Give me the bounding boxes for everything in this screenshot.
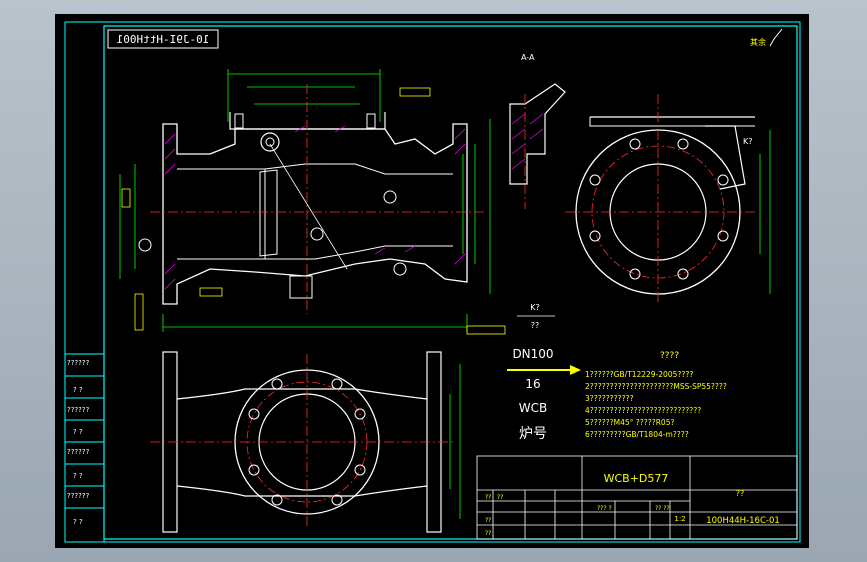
plan-view [150, 351, 461, 533]
left-strip-cell: ? ? [73, 428, 83, 436]
drawing-number: 100H44H-16C-01 [706, 516, 780, 526]
left-strip-cell: ? ? [73, 472, 83, 480]
mirrored-title-box [107, 29, 219, 49]
notes-header: ???? [660, 351, 679, 361]
title-cell: ?? [485, 517, 491, 524]
notes-line: 4???????????????????????????? [585, 406, 701, 415]
svg-text:??: ?? [531, 321, 540, 330]
side-view: K? [565, 94, 771, 304]
roughness-label: 其余 [750, 37, 766, 47]
name-cell: ?? [736, 489, 745, 498]
drawing-canvas: 10-J9I-HttH001 其余 ?????? ? ? ?????? ? ? … [64, 21, 801, 543]
left-strip-cell: ?????? [67, 448, 90, 456]
left-strip-cell: ?????? [67, 492, 90, 500]
k-fraction: K? ?? [517, 303, 555, 330]
notes-line: 6?????????GB/T1804-m???? [585, 430, 689, 439]
title-cell: ??? ? [597, 505, 612, 512]
tech-notes: ???? 1??????GB/T12229-2005???? 2????????… [585, 351, 727, 439]
cad-viewport[interactable]: 10-J9I-HttH001 其余 ?????? ? ? ?????? ? ? … [55, 14, 809, 548]
left-strip-cell: ?????? [67, 406, 90, 414]
svg-text:K?: K? [530, 303, 540, 312]
notes-line: 3??????????? [585, 394, 634, 403]
left-strip-table: ?????? ? ? ?????? ? ? ?????? ? ? ?????? … [64, 353, 105, 543]
notes-line: 2?????????????????????MSS-SP55???? [585, 382, 727, 391]
spec-pn: 16 [525, 377, 540, 391]
title-cell: ?? [497, 494, 503, 501]
inner-border [103, 25, 798, 540]
roughness-symbol [769, 28, 783, 47]
left-strip-cell: ? ? [73, 518, 83, 526]
k-label: K? [743, 137, 753, 146]
title-block [476, 455, 798, 540]
left-strip-cell: ?????? [67, 359, 90, 367]
section-label: A-A [521, 53, 535, 62]
front-section-view [119, 69, 506, 335]
spec-block: DN100 16 WCB 炉号 [507, 347, 581, 442]
mirrored-title: 10-J9I-HttH001 [117, 33, 210, 46]
notes-line: 5??????M45° ?????R05? [585, 418, 674, 427]
title-cell: ?? [485, 494, 491, 501]
spec-material: WCB [519, 401, 547, 415]
material-code: WCB+D577 [604, 472, 669, 485]
title-cell: ?? ?? [655, 505, 670, 512]
notes-line: 1??????GB/T12229-2005???? [585, 370, 693, 379]
title-cell: ?? [485, 530, 491, 537]
spec-dn: DN100 [512, 347, 553, 361]
section-aa-view: A-A [509, 53, 566, 209]
scale-cell: 1:2 [674, 515, 685, 523]
left-strip-cell: ? ? [73, 386, 83, 394]
outer-border [64, 21, 801, 543]
spec-heat: 炉号 [519, 426, 547, 442]
